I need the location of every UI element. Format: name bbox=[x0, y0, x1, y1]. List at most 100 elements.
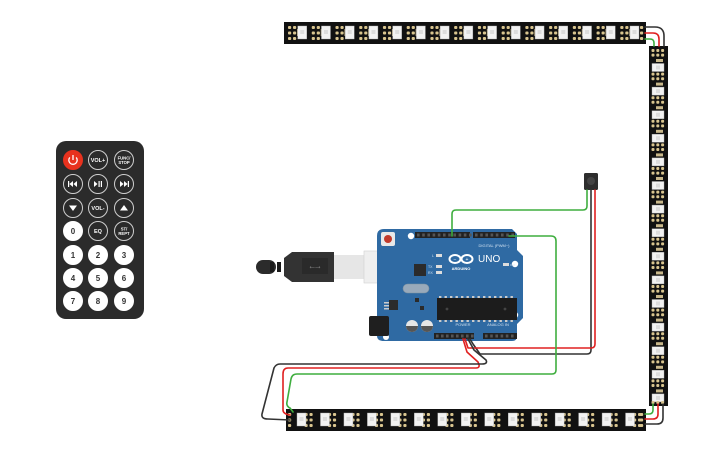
next-button[interactable] bbox=[114, 174, 134, 194]
wire-right-bottom-gnd[interactable] bbox=[644, 403, 664, 425]
led-pixel[interactable] bbox=[651, 332, 665, 355]
led-pixel[interactable] bbox=[320, 412, 337, 427]
wire-right-bottom-data[interactable] bbox=[644, 403, 654, 415]
led-strip-right[interactable] bbox=[649, 46, 668, 406]
led-pixel[interactable] bbox=[525, 25, 545, 40]
led-pixel[interactable] bbox=[651, 355, 665, 379]
led-pixel[interactable] bbox=[359, 25, 379, 40]
digit-1-button[interactable]: 1 bbox=[63, 245, 83, 265]
header-pin[interactable] bbox=[495, 334, 498, 338]
header-pin[interactable] bbox=[456, 334, 459, 338]
wire-ir-gnd[interactable] bbox=[469, 189, 592, 355]
arduino-uno-board[interactable]: DIGITAL (PWM~) L TX RX − + ARDUINO UNO O… bbox=[369, 229, 523, 341]
header-pin[interactable] bbox=[485, 233, 488, 237]
led-pixel[interactable] bbox=[651, 119, 665, 143]
wire-top-right-gnd[interactable] bbox=[644, 26, 665, 47]
wire-ir-signal[interactable] bbox=[451, 189, 588, 237]
digit-2-button[interactable]: 2 bbox=[88, 245, 108, 265]
eq-button[interactable]: EQ bbox=[88, 221, 108, 241]
header-pin[interactable] bbox=[501, 233, 504, 237]
vol-up-button[interactable]: VOL+ bbox=[88, 150, 108, 170]
header-pin[interactable] bbox=[466, 334, 469, 338]
header-pin[interactable] bbox=[437, 233, 441, 237]
header-pin[interactable] bbox=[436, 334, 439, 338]
led-pixel[interactable] bbox=[651, 214, 665, 237]
led-pixel[interactable] bbox=[454, 25, 474, 40]
st-rept-button[interactable]: ST/REPT bbox=[114, 221, 134, 241]
up-button[interactable] bbox=[114, 198, 134, 218]
digit-5-button[interactable]: 5 bbox=[88, 268, 108, 288]
led-pixel[interactable] bbox=[367, 412, 384, 427]
led-pixel[interactable] bbox=[501, 25, 521, 40]
led-pixel[interactable] bbox=[406, 25, 426, 40]
digit-9-button[interactable]: 9 bbox=[114, 291, 134, 311]
strip-end-pad[interactable] bbox=[640, 424, 644, 427]
led-pixel[interactable] bbox=[484, 412, 501, 427]
vol-down-button[interactable]: VOL- bbox=[88, 198, 108, 218]
wire-top-right-data[interactable] bbox=[644, 38, 655, 47]
digit-8-button[interactable]: 8 bbox=[88, 291, 108, 311]
header-pin[interactable] bbox=[511, 233, 514, 237]
led-pixel[interactable] bbox=[620, 25, 640, 40]
header-pin[interactable] bbox=[511, 334, 514, 338]
prev-button[interactable] bbox=[63, 174, 83, 194]
led-pixel[interactable] bbox=[343, 412, 360, 427]
led-pixel[interactable] bbox=[414, 412, 430, 427]
header-pin[interactable] bbox=[422, 233, 425, 237]
reset-button-cap[interactable] bbox=[384, 235, 392, 243]
led-pixel[interactable] bbox=[651, 237, 665, 261]
header-pin[interactable] bbox=[471, 334, 474, 338]
play-pause-button[interactable] bbox=[88, 174, 108, 194]
digit-0-button[interactable]: 0 bbox=[63, 221, 83, 241]
header-pin[interactable] bbox=[490, 233, 494, 237]
wire-strip-gnd[interactable] bbox=[261, 338, 488, 421]
digit-3-button[interactable]: 3 bbox=[114, 245, 134, 265]
led-pixel[interactable] bbox=[554, 412, 571, 427]
strip-end-pad[interactable] bbox=[640, 413, 644, 416]
header-pin[interactable] bbox=[500, 334, 504, 338]
strip-end-pad[interactable] bbox=[288, 424, 292, 427]
strip-end-pad[interactable] bbox=[640, 418, 644, 422]
led-pixel[interactable] bbox=[382, 25, 402, 40]
wire-top-right-5v[interactable] bbox=[644, 32, 660, 47]
led-pixel[interactable] bbox=[311, 25, 331, 40]
led-pixel[interactable] bbox=[508, 412, 524, 427]
header-pin[interactable] bbox=[480, 233, 483, 237]
led-pixel[interactable] bbox=[651, 143, 665, 167]
led-pixel[interactable] bbox=[651, 285, 665, 308]
header-pin[interactable] bbox=[490, 334, 493, 338]
led-pixel[interactable] bbox=[437, 412, 454, 427]
led-pixel[interactable] bbox=[572, 25, 592, 40]
header-pin[interactable] bbox=[453, 233, 456, 237]
led-pixel[interactable] bbox=[288, 25, 307, 40]
down-button[interactable] bbox=[63, 198, 83, 218]
header-pin[interactable] bbox=[448, 233, 451, 237]
wire-strip-data[interactable] bbox=[286, 235, 557, 413]
led-pixel[interactable] bbox=[651, 379, 665, 403]
led-pixel[interactable] bbox=[549, 25, 568, 40]
header-pin[interactable] bbox=[441, 334, 444, 338]
digit-6-button[interactable]: 6 bbox=[114, 268, 134, 288]
led-pixel[interactable] bbox=[651, 96, 665, 119]
header-pin[interactable] bbox=[432, 233, 436, 237]
led-pixel[interactable] bbox=[335, 25, 355, 40]
led-strip-bottom[interactable] bbox=[286, 409, 646, 431]
wire-ir-vcc[interactable] bbox=[464, 189, 596, 349]
strip-end-pad[interactable] bbox=[640, 31, 644, 35]
header-pin[interactable] bbox=[469, 233, 472, 237]
digit-4-button[interactable]: 4 bbox=[63, 268, 83, 288]
ir-receiver[interactable] bbox=[584, 173, 598, 190]
led-pixel[interactable] bbox=[651, 49, 665, 72]
power-button[interactable] bbox=[63, 150, 83, 170]
led-pixel[interactable] bbox=[531, 412, 548, 427]
led-pixel[interactable] bbox=[601, 412, 618, 427]
header-pin[interactable] bbox=[505, 334, 509, 338]
strip-end-pad[interactable] bbox=[656, 401, 660, 404]
led-pixel[interactable] bbox=[461, 412, 477, 427]
led-strip-top[interactable] bbox=[284, 22, 646, 44]
led-pixel[interactable] bbox=[651, 72, 665, 96]
led-pixel[interactable] bbox=[651, 308, 665, 332]
header-pin[interactable] bbox=[417, 233, 420, 237]
